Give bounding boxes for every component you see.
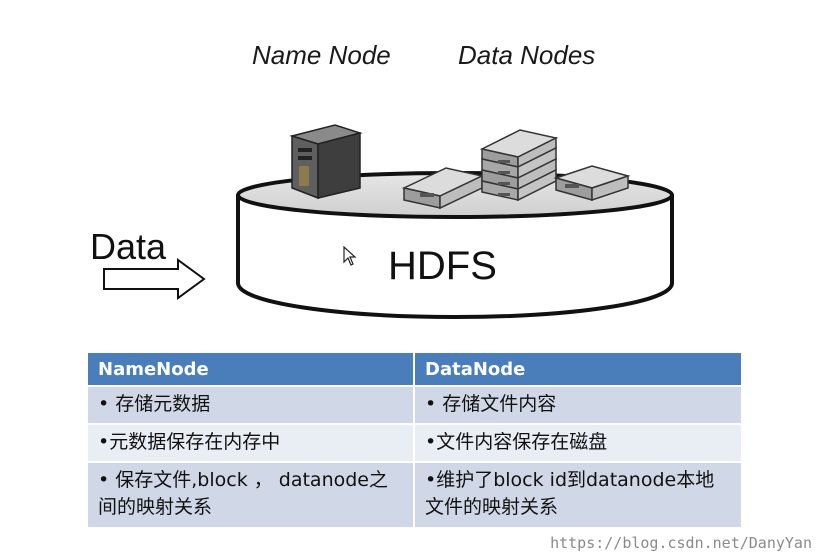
table-cell: • 保存文件,block ， datanode之间的映射关系 xyxy=(88,461,415,527)
table-cell: •元数据保存在内存中 xyxy=(88,423,415,462)
table-cell: • 存储文件内容 xyxy=(414,385,743,424)
table-header: NameNode xyxy=(88,353,415,386)
data-nodes-label: Data Nodes xyxy=(458,40,596,70)
table-header: DataNode xyxy=(414,353,743,386)
datanode-server-icon xyxy=(401,167,485,210)
table-header-row: NameNode DataNode xyxy=(88,353,743,386)
table-cell: •维护了block id到datanode本地文件的映射关系 xyxy=(414,461,743,527)
table-row: • 存储元数据 • 存储文件内容 xyxy=(88,385,743,424)
table-row: •元数据保存在内存中 •文件内容保存在磁盘 xyxy=(88,423,743,462)
table-row: • 保存文件,block ， datanode之间的映射关系 •维护了block… xyxy=(88,461,743,527)
namenode-datanode-table: NameNode DataNode • 存储元数据 • 存储文件内容 •元数据保… xyxy=(88,353,743,527)
datanode-stack-icon xyxy=(479,129,559,202)
input-arrow-icon xyxy=(103,258,206,300)
name-node-label: Name Node xyxy=(252,40,391,70)
namenode-server-icon xyxy=(289,124,363,200)
data-label: Data xyxy=(90,226,167,267)
datanode-server-icon xyxy=(553,165,631,202)
hdfs-label: HDFS xyxy=(388,244,497,288)
mouse-cursor-icon xyxy=(343,246,357,266)
table-cell: •文件内容保存在磁盘 xyxy=(414,423,743,462)
watermark: https://blog.csdn.net/DanyYan xyxy=(550,534,812,552)
table-cell: • 存储元数据 xyxy=(88,385,415,424)
